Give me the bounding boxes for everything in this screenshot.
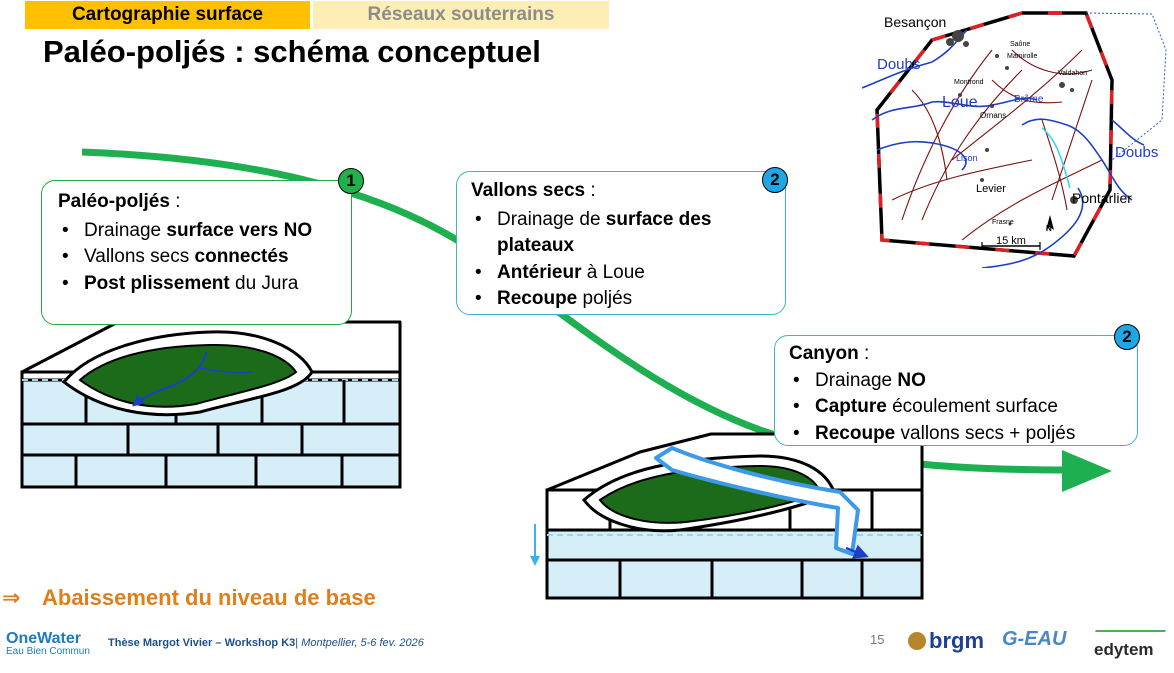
list-item: Vallons secs connectés <box>58 244 341 271</box>
conclusion-arrow-icon: ⇒ <box>2 585 21 610</box>
list-item: Capture écoulement surface <box>789 394 1127 421</box>
map-label-mamirolle: Mamirolle <box>1007 53 1038 60</box>
box-canyon-list: Drainage NO Capture écoulement surface R… <box>789 368 1127 448</box>
box-vallons-secs: Vallons secs : Drainage de surface des p… <box>456 171 786 315</box>
list-item: Recoupe vallons secs + poljés <box>789 421 1127 448</box>
conclusion-line: ⇒ Abaissement du niveau de base <box>0 585 376 611</box>
map-label-pontarlier: Pontarlier <box>1072 190 1132 206</box>
map-label-loue: Loue <box>942 94 978 111</box>
map-label-saone: Saône <box>1010 41 1031 48</box>
list-item: Antérieur à Loue <box>471 260 775 287</box>
box-canyon-heading: Canyon : <box>789 343 870 364</box>
canyon-channel <box>654 446 860 556</box>
map-label-doubs-east: Doubs <box>1115 144 1159 161</box>
box-paleo-heading: Paléo-poljés : <box>58 191 181 212</box>
map-label-lison: Lison <box>956 153 978 163</box>
map-label-breme: Brême <box>1014 94 1044 105</box>
box-canyon: Canyon : Drainage NO Capture écoulement … <box>774 335 1138 448</box>
badge-step-2-vallons: 2 <box>762 167 788 193</box>
map-label-levier: Levier <box>976 183 1006 195</box>
badge-step-2-canyon: 2 <box>1114 324 1140 350</box>
edytem-mountain-icon <box>1092 630 1166 640</box>
box-paleo-poljes: Paléo-poljés : Drainage surface vers NO … <box>41 180 352 325</box>
block-canyon <box>530 432 924 600</box>
map-label-ornans: Ornans <box>980 111 1007 120</box>
map-label-montrond: Montrond <box>954 79 984 86</box>
list-item: Recoupe poljés <box>471 286 775 313</box>
edytem-logo: edytem <box>1092 630 1166 660</box>
conclusion-text: Abaissement du niveau de base <box>42 585 376 610</box>
map-label-valdahon: Valdahon <box>1058 70 1088 77</box>
brgm-mark-icon <box>908 632 926 650</box>
map-scale-label: 15 km <box>996 235 1026 247</box>
slide-title: Paléo-poljés : schéma conceptuel <box>43 34 541 69</box>
map-label-besancon: Besançon <box>884 14 947 30</box>
brgm-logo: brgm <box>908 628 984 654</box>
map-north-label: N <box>1046 224 1052 233</box>
tab-reseaux-souterrains[interactable]: Réseaux souterrains <box>313 1 609 29</box>
list-item: Drainage de surface des plateaux <box>471 207 775 260</box>
map-label-frasne: Frasne <box>992 219 1014 226</box>
map-inset: Besançon Doubs Saône Mamirolle Montrond … <box>862 10 1174 268</box>
box-paleo-list: Drainage surface vers NO Vallons secs co… <box>58 218 341 298</box>
geau-logo: G-EAU <box>1002 628 1067 650</box>
list-item: Drainage surface vers NO <box>58 218 341 245</box>
map-label-doubs-west: Doubs <box>877 56 921 73</box>
page-number: 15 <box>870 632 885 647</box>
flow-arrow-head <box>1062 450 1112 492</box>
box-vallons-heading: Vallons secs : <box>471 180 596 201</box>
map-drawing <box>862 11 1167 268</box>
onewater-logo: OneWater Eau Bien Commun <box>6 630 90 657</box>
list-item: Post plissement du Jura <box>58 271 341 298</box>
badge-step-1: 1 <box>338 168 364 194</box>
box-vallons-list: Drainage de surface des plateaux Antérie… <box>471 207 775 313</box>
block-paleo-polje <box>20 320 402 489</box>
footer-credit: Thèse Margot Vivier – Workshop K3| Montp… <box>108 637 424 649</box>
tab-cartographie-surface[interactable]: Cartographie surface <box>25 1 310 29</box>
list-item: Drainage NO <box>789 368 1127 395</box>
